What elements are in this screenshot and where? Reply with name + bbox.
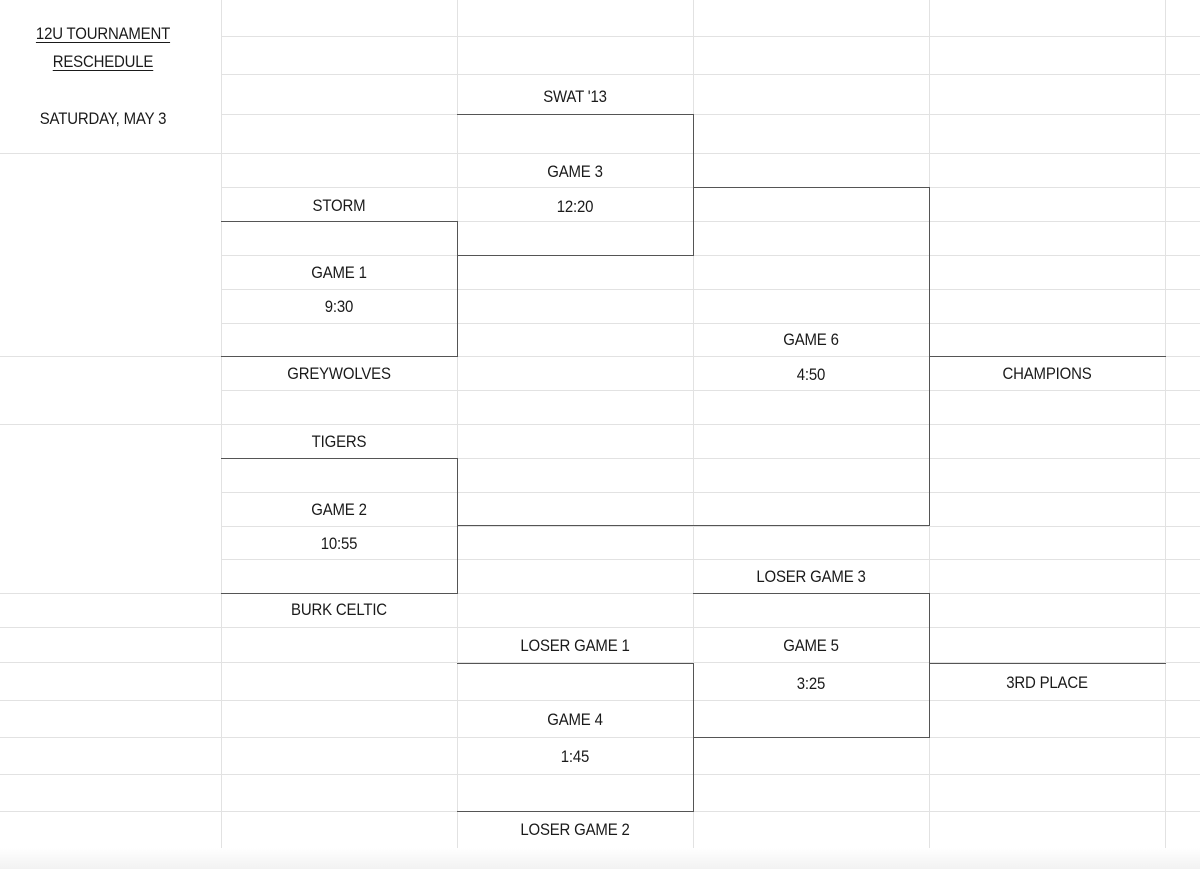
bracket-line <box>929 593 930 738</box>
row-gridline <box>0 811 221 812</box>
row-gridline <box>221 627 1200 628</box>
row-gridline <box>221 114 1200 115</box>
row-gridline <box>221 458 1200 459</box>
row-gridline <box>221 323 1200 324</box>
row-gridline <box>0 737 221 738</box>
row-gridline <box>221 74 1200 75</box>
column-gridline <box>1165 0 1166 869</box>
row-gridline <box>0 662 221 663</box>
column-gridline <box>693 0 694 869</box>
team-storm[interactable]: STORM <box>312 196 366 215</box>
bracket-line <box>457 811 694 812</box>
row-gridline <box>221 526 1200 527</box>
game2-label[interactable]: GAME 2 <box>311 500 367 519</box>
row-gridline <box>0 700 221 701</box>
bracket-line <box>457 114 694 115</box>
bracket-line <box>929 663 1166 664</box>
bracket-line <box>221 593 458 594</box>
row-gridline <box>0 627 221 628</box>
row-gridline <box>221 811 1200 812</box>
bracket-line <box>457 458 458 594</box>
row-gridline <box>221 390 1200 391</box>
bracket-line <box>693 663 694 812</box>
game6-time[interactable]: 4:50 <box>796 365 826 384</box>
loser-game2[interactable]: LOSER GAME 2 <box>520 820 630 839</box>
bracket-line <box>221 356 458 357</box>
row-gridline <box>221 221 1200 222</box>
game4-label[interactable]: GAME 4 <box>547 710 603 729</box>
bracket-line <box>457 255 694 256</box>
row-gridline <box>0 153 221 154</box>
row-gridline <box>221 356 1200 357</box>
game4-time[interactable]: 1:45 <box>560 747 590 766</box>
game3-label[interactable]: GAME 3 <box>547 162 603 181</box>
row-gridline <box>221 424 1200 425</box>
game5-label[interactable]: GAME 5 <box>783 636 839 655</box>
game2-time[interactable]: 10:55 <box>320 534 358 553</box>
game1-label[interactable]: GAME 1 <box>311 263 367 282</box>
sheet-bottom-edge <box>0 848 1200 869</box>
loser-game1[interactable]: LOSER GAME 1 <box>520 636 630 655</box>
team-burk-celtic[interactable]: BURK CELTIC <box>291 600 387 619</box>
row-gridline <box>221 662 1200 663</box>
bracket-line <box>693 737 930 738</box>
third-place-label[interactable]: 3RD PLACE <box>1006 673 1088 692</box>
row-gridline <box>221 774 1200 775</box>
sheet-title-line1[interactable]: 12U TOURNAMENT <box>35 24 171 43</box>
column-gridline <box>221 0 222 869</box>
sheet-title-line2[interactable]: RESCHEDULE <box>52 52 154 71</box>
row-gridline <box>221 36 1200 37</box>
bracket-line <box>457 663 694 664</box>
row-gridline <box>221 255 1200 256</box>
row-gridline <box>221 559 1200 560</box>
row-gridline <box>221 289 1200 290</box>
game6-label[interactable]: GAME 6 <box>783 330 839 349</box>
row-gridline <box>221 700 1200 701</box>
game5-time[interactable]: 3:25 <box>796 674 826 693</box>
row-gridline <box>221 492 1200 493</box>
bracket-line <box>693 187 930 188</box>
bracket-line <box>693 114 694 256</box>
row-gridline <box>0 593 221 594</box>
bracket-line <box>221 221 458 222</box>
bracket-line <box>929 356 1166 357</box>
team-tigers[interactable]: TIGERS <box>311 432 367 451</box>
row-gridline <box>221 153 1200 154</box>
row-gridline <box>0 356 221 357</box>
bracket-line <box>457 221 458 357</box>
bracket-line <box>221 458 458 459</box>
column-gridline <box>457 0 458 869</box>
loser-game3[interactable]: LOSER GAME 3 <box>756 567 866 586</box>
bracket-line <box>457 525 930 526</box>
row-gridline <box>0 774 221 775</box>
game3-time[interactable]: 12:20 <box>556 197 594 216</box>
champions-label[interactable]: CHAMPIONS <box>1002 364 1092 383</box>
row-gridline <box>0 424 221 425</box>
team-swat13[interactable]: SWAT '13 <box>543 87 607 106</box>
tournament-date[interactable]: SATURDAY, MAY 3 <box>39 109 167 128</box>
bracket-line <box>693 593 930 594</box>
game1-time[interactable]: 9:30 <box>324 297 354 316</box>
team-greywolves[interactable]: GREYWOLVES <box>287 364 391 383</box>
